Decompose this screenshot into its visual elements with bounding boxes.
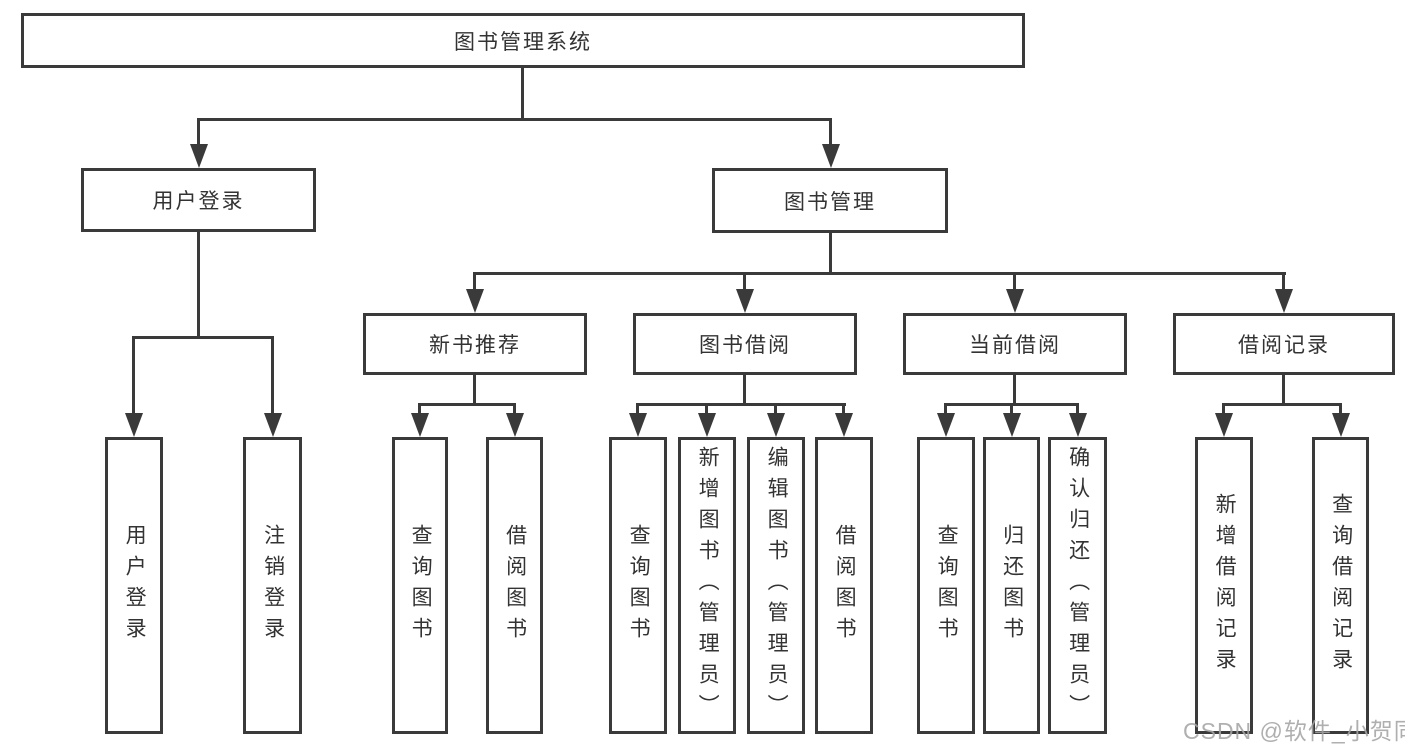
connector-line <box>774 403 777 416</box>
leaf-query-books-current: 查询图书 <box>917 437 975 734</box>
connector-line <box>197 118 200 148</box>
arrowhead-icon <box>1215 413 1233 437</box>
connector-line <box>418 403 516 406</box>
arrowhead-icon <box>937 413 955 437</box>
leaf-user-login: 用户登录 <box>105 437 163 734</box>
connector-line <box>842 403 845 416</box>
connector-line <box>944 403 947 416</box>
arrowhead-icon <box>1003 413 1021 437</box>
node-root-system: 图书管理系统 <box>21 13 1025 68</box>
arrowhead-icon <box>411 413 429 437</box>
connector-line <box>521 68 524 120</box>
node-borrow-records: 借阅记录 <box>1173 313 1395 375</box>
connector-line <box>513 403 516 416</box>
arrowhead-icon <box>506 413 524 437</box>
leaf-query-books-borrow: 查询图书 <box>609 437 667 734</box>
arrowhead-icon <box>1006 289 1024 313</box>
connector-line <box>636 403 846 406</box>
node-book-borrow: 图书借阅 <box>633 313 857 375</box>
connector-line <box>1076 403 1079 416</box>
connector-line <box>271 336 274 416</box>
arrowhead-icon <box>1332 413 1350 437</box>
connector-line <box>1222 403 1342 406</box>
arrowhead-icon <box>466 289 484 313</box>
connector-line <box>1010 403 1013 416</box>
connector-line <box>197 232 200 339</box>
arrowhead-icon <box>698 413 716 437</box>
arrowhead-icon <box>1069 413 1087 437</box>
leaf-borrow-books: 借阅图书 <box>815 437 873 734</box>
connector-line <box>473 375 476 406</box>
arrowhead-icon <box>1275 289 1293 313</box>
csdn-watermark: CSDN @软件_小贺同学 <box>1183 718 1405 744</box>
leaf-add-books-admin: 新增图书（管理员） <box>678 437 736 734</box>
arrowhead-icon <box>736 289 754 313</box>
node-new-book-recommend: 新书推荐 <box>363 313 587 375</box>
arrowhead-icon <box>190 144 208 168</box>
connector-line <box>1013 375 1016 406</box>
connector-line <box>132 336 135 416</box>
arrowhead-icon <box>264 413 282 437</box>
connector-line <box>1339 403 1342 416</box>
node-book-management: 图书管理 <box>712 168 948 233</box>
arrowhead-icon <box>767 413 785 437</box>
connector-line <box>1013 272 1016 292</box>
leaf-borrow-books-recommend: 借阅图书 <box>486 437 543 734</box>
connector-line <box>1222 403 1225 416</box>
arrowhead-icon <box>835 413 853 437</box>
connector-line <box>473 272 1286 275</box>
node-current-borrow: 当前借阅 <box>903 313 1127 375</box>
connector-line <box>743 272 746 292</box>
connector-line <box>743 375 746 406</box>
leaf-confirm-return-admin: 确认归还（管理员） <box>1048 437 1107 734</box>
arrowhead-icon <box>125 413 143 437</box>
connector-line <box>197 118 832 121</box>
leaf-logout: 注销登录 <box>243 437 302 734</box>
connector-line <box>705 403 708 416</box>
connector-line <box>1282 375 1285 406</box>
leaf-return-books: 归还图书 <box>983 437 1040 734</box>
connector-line <box>132 336 274 339</box>
arrowhead-icon <box>822 144 840 168</box>
connector-line <box>473 272 476 292</box>
node-user-login: 用户登录 <box>81 168 316 232</box>
connector-line <box>829 118 832 148</box>
connector-line <box>1282 272 1285 292</box>
leaf-add-borrow-record: 新增借阅记录 <box>1195 437 1253 734</box>
arrowhead-icon <box>629 413 647 437</box>
connector-line <box>636 403 639 416</box>
leaf-query-books-recommend: 查询图书 <box>392 437 448 734</box>
leaf-query-borrow-record: 查询借阅记录 <box>1312 437 1369 734</box>
connector-line <box>829 232 832 275</box>
connector-line <box>418 403 421 416</box>
leaf-edit-books-admin: 编辑图书（管理员） <box>747 437 805 734</box>
